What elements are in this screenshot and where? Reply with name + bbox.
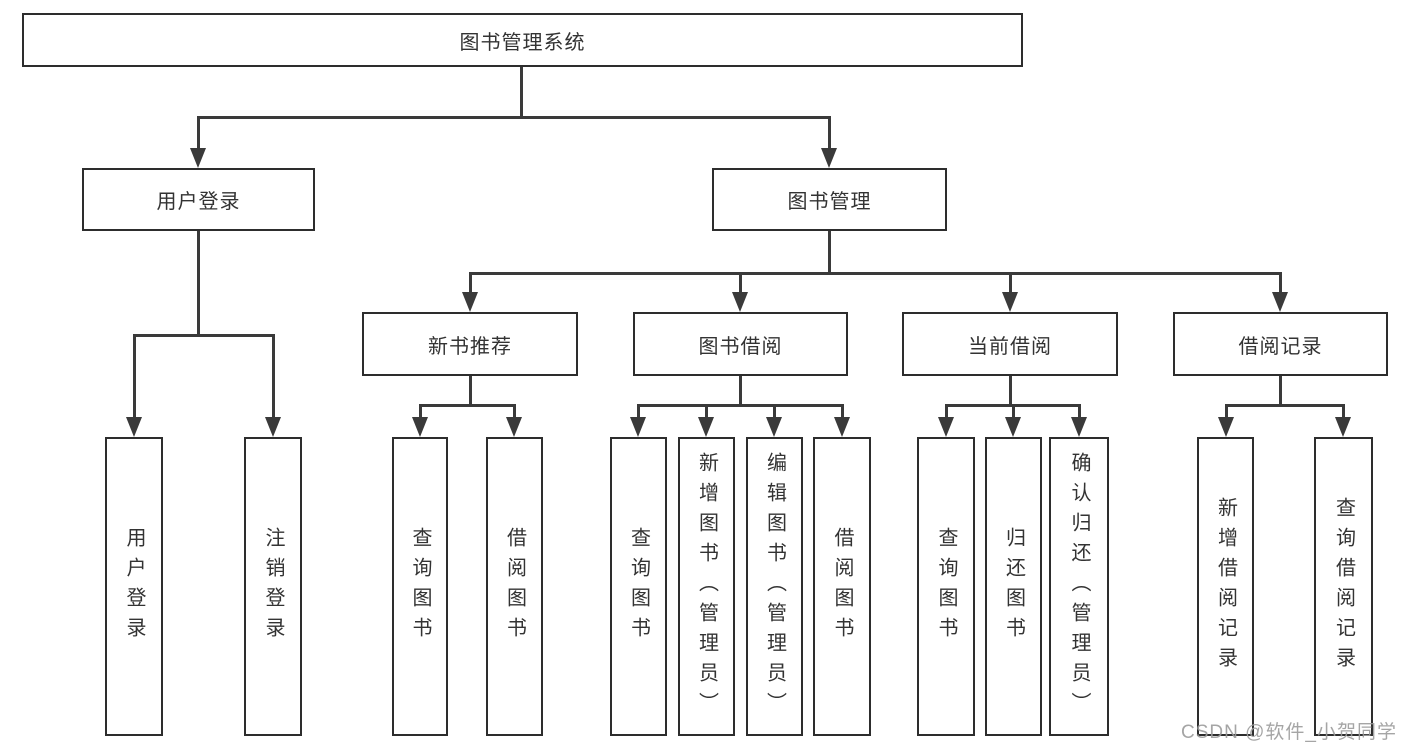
- arrowhead-down-icon: [1335, 417, 1351, 437]
- node-borrow-record-label: 借阅记录: [1238, 335, 1323, 358]
- connector-line: [1012, 404, 1015, 419]
- watermark: CSDN @软件_小贺同学: [1181, 722, 1397, 743]
- connector-line: [1009, 376, 1012, 407]
- connector-line: [637, 404, 640, 419]
- leaf-return-book-label: 归还图书: [1002, 526, 1025, 647]
- connector-line: [637, 404, 844, 407]
- node-book-borrow: 图书借阅: [633, 312, 848, 376]
- leaf-current-query-book: 查询图书: [917, 437, 975, 736]
- arrowhead-down-icon: [834, 417, 850, 437]
- arrowhead-down-icon: [462, 292, 478, 312]
- arrowhead-down-icon: [821, 148, 837, 168]
- connector-line: [828, 116, 831, 150]
- leaf-borrow-query-book-label: 查询图书: [627, 526, 650, 647]
- arrowhead-down-icon: [506, 417, 522, 437]
- leaf-edit-book-admin-label: 编辑图书（管理员）: [763, 451, 786, 722]
- connector-line: [272, 334, 275, 419]
- leaf-logout: 注销登录: [244, 437, 302, 736]
- leaf-add-book-admin-label: 新增图书（管理员）: [695, 451, 718, 722]
- leaf-confirm-return-admin-label: 确认归还（管理员）: [1068, 451, 1090, 722]
- connector-line: [133, 334, 136, 419]
- leaf-user-login-label: 用户登录: [123, 526, 145, 647]
- connector-line: [1342, 404, 1345, 419]
- node-root: 图书管理系统: [22, 13, 1023, 67]
- connector-line: [469, 376, 472, 407]
- node-book-management: 图书管理: [712, 168, 947, 231]
- connector-line: [419, 404, 516, 407]
- leaf-borrow-book-label: 借阅图书: [831, 526, 853, 647]
- node-current-borrow: 当前借阅: [902, 312, 1118, 376]
- arrowhead-down-icon: [265, 417, 281, 437]
- arrowhead-down-icon: [732, 292, 748, 312]
- node-root-label: 图书管理系统: [459, 31, 586, 54]
- connector-line: [520, 67, 523, 118]
- connector-line: [1009, 272, 1012, 294]
- leaf-confirm-return-admin: 确认归还（管理员）: [1049, 437, 1109, 736]
- connector-line: [841, 404, 844, 419]
- connector-line: [1078, 404, 1081, 419]
- leaf-recommend-borrow-book: 借阅图书: [486, 437, 543, 736]
- arrowhead-down-icon: [1218, 417, 1234, 437]
- connector-line: [469, 272, 1282, 275]
- leaf-borrow-book: 借阅图书: [813, 437, 871, 736]
- leaf-recommend-query-book: 查询图书: [392, 437, 448, 736]
- node-borrow-record: 借阅记录: [1173, 312, 1388, 376]
- leaf-user-login: 用户登录: [105, 437, 163, 736]
- connector-line: [197, 231, 200, 336]
- leaf-query-borrow-record: 查询借阅记录: [1314, 437, 1373, 736]
- connector-line: [197, 116, 200, 150]
- leaf-recommend-borrow-book-label: 借阅图书: [503, 526, 526, 647]
- leaf-query-borrow-record-label: 查询借阅记录: [1332, 496, 1355, 677]
- arrowhead-down-icon: [190, 148, 206, 168]
- leaf-return-book: 归还图书: [985, 437, 1042, 736]
- connector-line: [1225, 404, 1345, 407]
- connector-line: [419, 404, 422, 419]
- arrowhead-down-icon: [766, 417, 782, 437]
- connector-line: [773, 404, 776, 419]
- arrowhead-down-icon: [1002, 292, 1018, 312]
- leaf-current-query-book-label: 查询图书: [935, 526, 957, 647]
- connector-line: [133, 334, 275, 337]
- node-user-login: 用户登录: [82, 168, 315, 231]
- leaf-borrow-query-book: 查询图书: [610, 437, 667, 736]
- leaf-add-book-admin: 新增图书（管理员）: [678, 437, 735, 736]
- arrowhead-down-icon: [698, 417, 714, 437]
- arrowhead-down-icon: [938, 417, 954, 437]
- node-book-borrow-label: 图书借阅: [698, 335, 783, 358]
- connector-line: [1279, 272, 1282, 294]
- connector-line: [513, 404, 516, 419]
- node-new-book-recommend: 新书推荐: [362, 312, 578, 376]
- node-user-login-label: 用户登录: [156, 191, 241, 213]
- connector-line: [945, 404, 948, 419]
- connector-line: [1279, 376, 1282, 407]
- connector-line: [739, 376, 742, 407]
- connector-line: [1225, 404, 1228, 419]
- node-new-book-recommend-label: 新书推荐: [428, 335, 512, 358]
- arrowhead-down-icon: [1272, 292, 1288, 312]
- arrowhead-down-icon: [126, 417, 142, 437]
- leaf-recommend-query-book-label: 查询图书: [409, 526, 431, 647]
- leaf-add-borrow-record: 新增借阅记录: [1197, 437, 1254, 736]
- connector-line: [197, 116, 831, 119]
- arrowhead-down-icon: [412, 417, 428, 437]
- connector-line: [828, 231, 831, 274]
- connector-line: [705, 404, 708, 419]
- connector-line: [469, 272, 472, 294]
- leaf-logout-label: 注销登录: [262, 526, 284, 647]
- arrowhead-down-icon: [630, 417, 646, 437]
- node-current-borrow-label: 当前借阅: [968, 335, 1052, 358]
- connector-line: [739, 272, 742, 294]
- leaf-add-borrow-record-label: 新增借阅记录: [1214, 496, 1237, 677]
- leaf-edit-book-admin: 编辑图书（管理员）: [746, 437, 803, 736]
- node-book-management-label: 图书管理: [787, 191, 872, 213]
- arrowhead-down-icon: [1071, 417, 1087, 437]
- arrowhead-down-icon: [1005, 417, 1021, 437]
